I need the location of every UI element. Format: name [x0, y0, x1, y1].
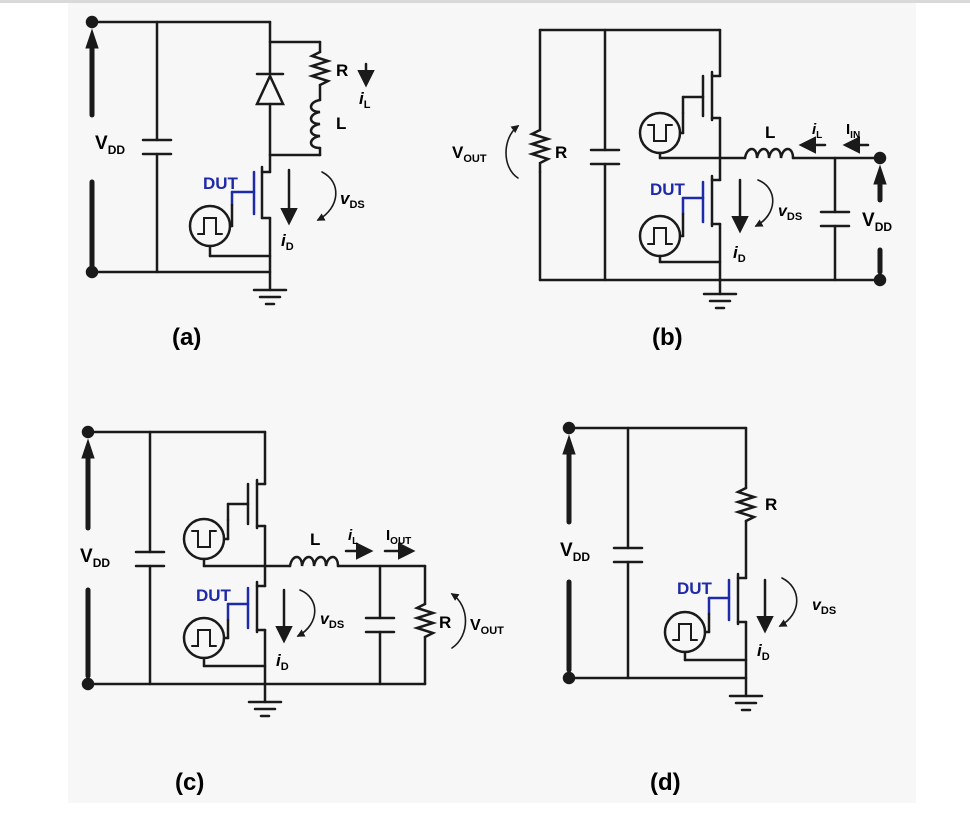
il-label: iL — [359, 89, 371, 111]
dut-label: DUT — [677, 579, 713, 598]
l-label: L — [310, 530, 320, 549]
vds-arrow — [778, 577, 798, 627]
circuit-b — [505, 28, 887, 310]
vout-arrow — [505, 125, 520, 179]
r-label: R — [765, 495, 777, 514]
vout-arrow — [450, 593, 467, 649]
r-label: R — [555, 143, 567, 162]
inductor — [743, 147, 795, 160]
capacitor — [612, 426, 644, 680]
output-capacitor — [589, 28, 621, 282]
pulse-source — [638, 212, 722, 264]
caption-b: (b) — [652, 324, 683, 351]
vdd-label: VDD — [862, 210, 892, 234]
inductor — [309, 98, 322, 157]
capacitor — [141, 20, 173, 274]
resistor — [307, 40, 333, 102]
l-label: L — [336, 114, 346, 133]
dut-mosfet — [681, 156, 722, 296]
vds-arrow — [316, 171, 337, 221]
vout-label: VOUT — [470, 617, 504, 637]
ground — [702, 292, 738, 310]
load-resistor — [527, 128, 553, 174]
vdd-label: VDD — [80, 546, 110, 570]
vdd-label: VDD — [95, 133, 125, 157]
load-resistor — [412, 564, 438, 686]
pulse-source — [663, 610, 748, 662]
high-side-source — [182, 517, 267, 568]
circuit-c — [81, 425, 467, 718]
l-label: L — [765, 123, 775, 142]
caption-c: (c) — [175, 769, 204, 796]
vds-arrow — [296, 589, 316, 637]
vdd-terminal-top — [873, 151, 887, 165]
input-capacitor — [819, 156, 851, 282]
high-side-mosfet — [226, 430, 267, 568]
r-label: R — [336, 61, 348, 80]
high-side-source — [638, 111, 722, 160]
vdd-terminal-bottom — [81, 677, 95, 691]
ground — [247, 700, 283, 718]
vds-label: vDS — [778, 203, 802, 223]
vdd-terminal-bottom — [562, 671, 576, 685]
vout-label: VOUT — [452, 143, 487, 165]
vds-label: vDS — [320, 611, 344, 631]
id-label: iD — [281, 231, 294, 253]
dut-mosfet — [230, 153, 272, 292]
iout-label: IOUT — [386, 527, 411, 547]
inductor — [288, 555, 340, 568]
r-label: R — [439, 613, 451, 632]
resistor — [733, 426, 759, 580]
input-capacitor — [134, 430, 166, 686]
caption-d: (d) — [650, 769, 681, 796]
id-label: iD — [733, 243, 746, 265]
id-label: iD — [757, 641, 770, 663]
dut-mosfet — [226, 564, 267, 704]
vds-label: vDS — [340, 189, 365, 211]
vds-arrow — [754, 179, 774, 227]
pulse-source — [188, 203, 272, 258]
id-label: iD — [276, 651, 289, 673]
dut-mosfet — [707, 572, 748, 698]
il-label: iL — [812, 121, 822, 141]
dut-label: DUT — [650, 180, 686, 199]
high-side-mosfet — [681, 28, 722, 160]
top-border — [0, 0, 970, 3]
circuit-d-labels: VDD R DUT vDS iD (d) — [560, 495, 836, 796]
pulse-source — [182, 616, 267, 668]
caption-a: (a) — [172, 324, 201, 351]
circuit-d — [562, 421, 798, 712]
ground — [728, 694, 764, 712]
vdd-terminal-top — [562, 421, 576, 435]
iin-label: IIN — [846, 121, 860, 141]
circuit-b-labels: VOUT R L iL IIN DUT vDS iD VDD (b) — [452, 121, 892, 351]
dut-label: DUT — [196, 586, 232, 605]
figure-background — [68, 3, 916, 803]
dut-label: DUT — [203, 174, 239, 193]
il-label: iL — [348, 527, 358, 547]
circuit-a-labels: VDD DUT R L iL vDS iD (a) — [95, 61, 371, 351]
vds-label: vDS — [812, 597, 836, 617]
circuit-a — [85, 15, 375, 306]
vdd-label: VDD — [560, 540, 590, 564]
vdd-terminal-bottom — [873, 273, 887, 287]
vdd-terminal-top — [81, 425, 95, 439]
freewheel-diode — [255, 20, 285, 157]
ground — [252, 288, 288, 306]
vdd-terminal-top — [85, 15, 99, 29]
circuit-c-labels: VDD L iL IOUT DUT vDS iD R VOUT (c) — [80, 527, 504, 796]
output-capacitor — [364, 564, 396, 686]
